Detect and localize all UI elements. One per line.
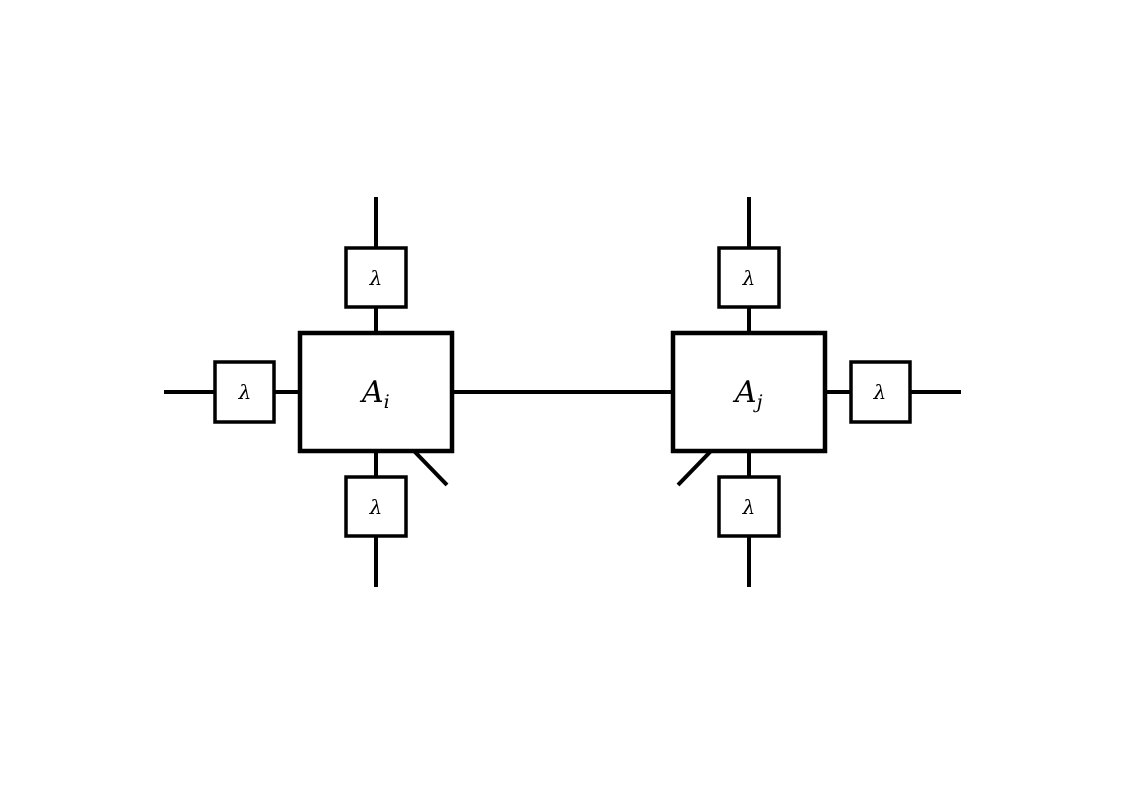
ai-bottom-lambda-label: λ: [369, 495, 383, 519]
aj-bottom-lambda-label: λ: [742, 495, 756, 519]
aj-right-lambda-label: λ: [873, 380, 887, 404]
ai-physical-leg: [412, 449, 449, 487]
ai-subscript: i: [384, 391, 390, 413]
aj-physical-leg: [676, 449, 713, 487]
ai-top-lambda-label: λ: [369, 266, 383, 290]
aj-top-lambda-label: λ: [742, 266, 756, 290]
ai-left-lambda-label: λ: [238, 380, 252, 404]
ai-tensor-label: Ai: [359, 375, 390, 413]
aj-symbol: A: [732, 375, 757, 410]
aj-subscript: j: [753, 391, 763, 413]
ai-symbol: A: [359, 375, 384, 410]
aj-tensor-box: [670, 330, 828, 454]
aj-tensor-label: Aj: [732, 375, 763, 413]
